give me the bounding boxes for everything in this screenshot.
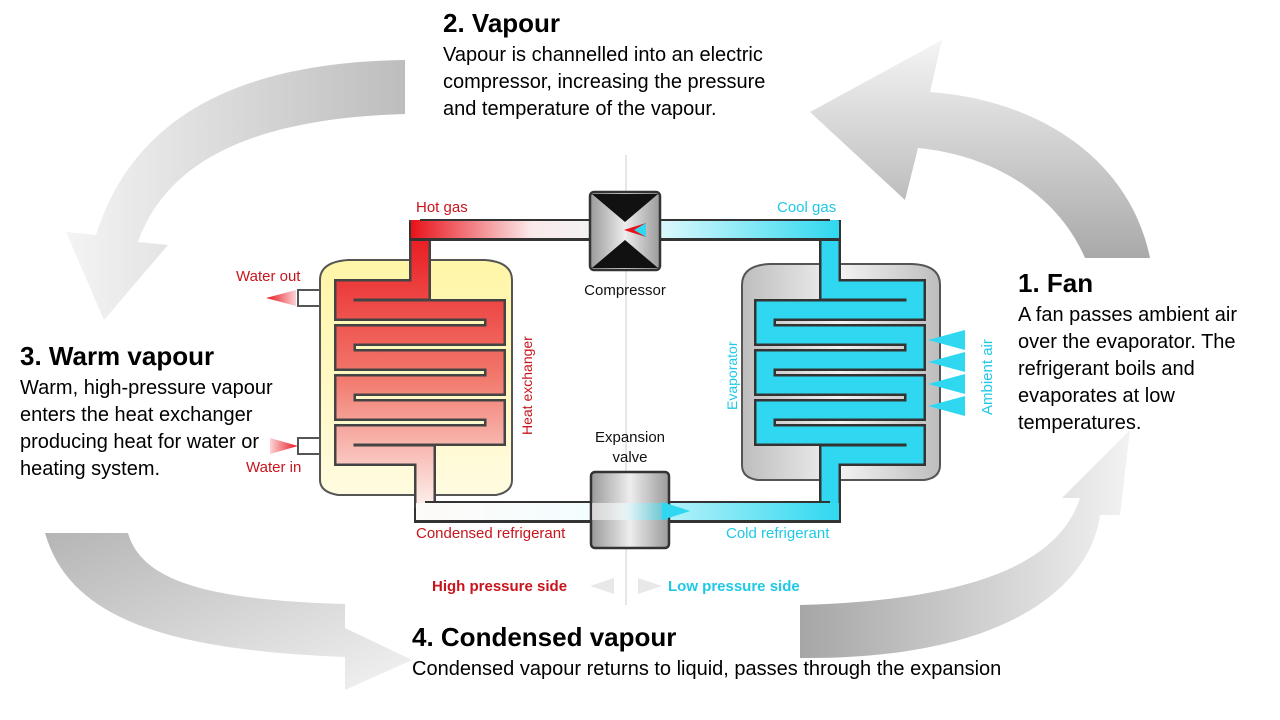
step-condensed-vapour-text: Condensed vapour returns to liquid, pass… — [412, 658, 1002, 680]
cycle-arrows — [45, 40, 1150, 690]
cycle-arrow-top-right — [810, 40, 1150, 258]
label-water-out: Water out — [236, 268, 301, 285]
step-warm-vapour: 3. Warm vapour Warm, high-pressure vapou… — [20, 341, 280, 483]
compressor — [588, 190, 662, 272]
step-vapour: 2. Vapour Vapour is channelled into an e… — [443, 8, 773, 123]
label-ambient-air: Ambient air — [979, 339, 996, 415]
step-condensed-vapour: 4. Condensed vapour Condensed vapour ret… — [412, 622, 1002, 683]
label-compressor: Compressor — [584, 282, 666, 299]
label-hot-gas: Hot gas — [416, 199, 468, 216]
step-condensed-vapour-title: 4. Condensed vapour — [412, 622, 677, 652]
cycle-arrow-top-left — [66, 60, 405, 320]
label-expansion-valve-line1: Expansion — [595, 429, 665, 446]
step-warm-vapour-text: Warm, high-pressure vapour enters the he… — [20, 377, 273, 480]
water-in-arrow — [270, 438, 298, 454]
cycle-arrow-bottom-left — [45, 533, 412, 690]
label-heat-exchanger: Heat exchanger — [519, 336, 535, 435]
step-fan-text: A fan passes ambient air over the evapor… — [1018, 304, 1238, 434]
water-out-arrow — [266, 290, 296, 306]
label-high-pressure-side: High pressure side — [432, 578, 567, 595]
label-evaporator: Evaporator — [724, 341, 740, 410]
step-vapour-title: 2. Vapour — [443, 8, 561, 38]
label-water-in: Water in — [246, 459, 301, 476]
heat-exchanger — [266, 220, 513, 510]
label-cold-refrigerant: Cold refrigerant — [726, 525, 830, 542]
step-warm-vapour-title: 3. Warm vapour — [20, 341, 215, 371]
label-expansion-valve-line2: valve — [612, 449, 647, 466]
step-vapour-text: Vapour is channelled into an electric co… — [443, 44, 766, 120]
evaporator — [741, 220, 965, 510]
expansion-valve — [589, 470, 690, 550]
step-fan: 1. Fan A fan passes ambient air over the… — [1018, 268, 1268, 437]
label-cool-gas: Cool gas — [777, 199, 836, 216]
high-pressure-arrow — [590, 578, 614, 594]
step-fan-title: 1. Fan — [1018, 268, 1094, 298]
label-condensed-refrigerant: Condensed refrigerant — [416, 525, 566, 542]
label-low-pressure-side: Low pressure side — [668, 578, 800, 595]
low-pressure-arrow — [638, 578, 662, 594]
cycle-arrow-bottom-right — [800, 430, 1130, 659]
ambient-air-arrows — [928, 330, 965, 416]
